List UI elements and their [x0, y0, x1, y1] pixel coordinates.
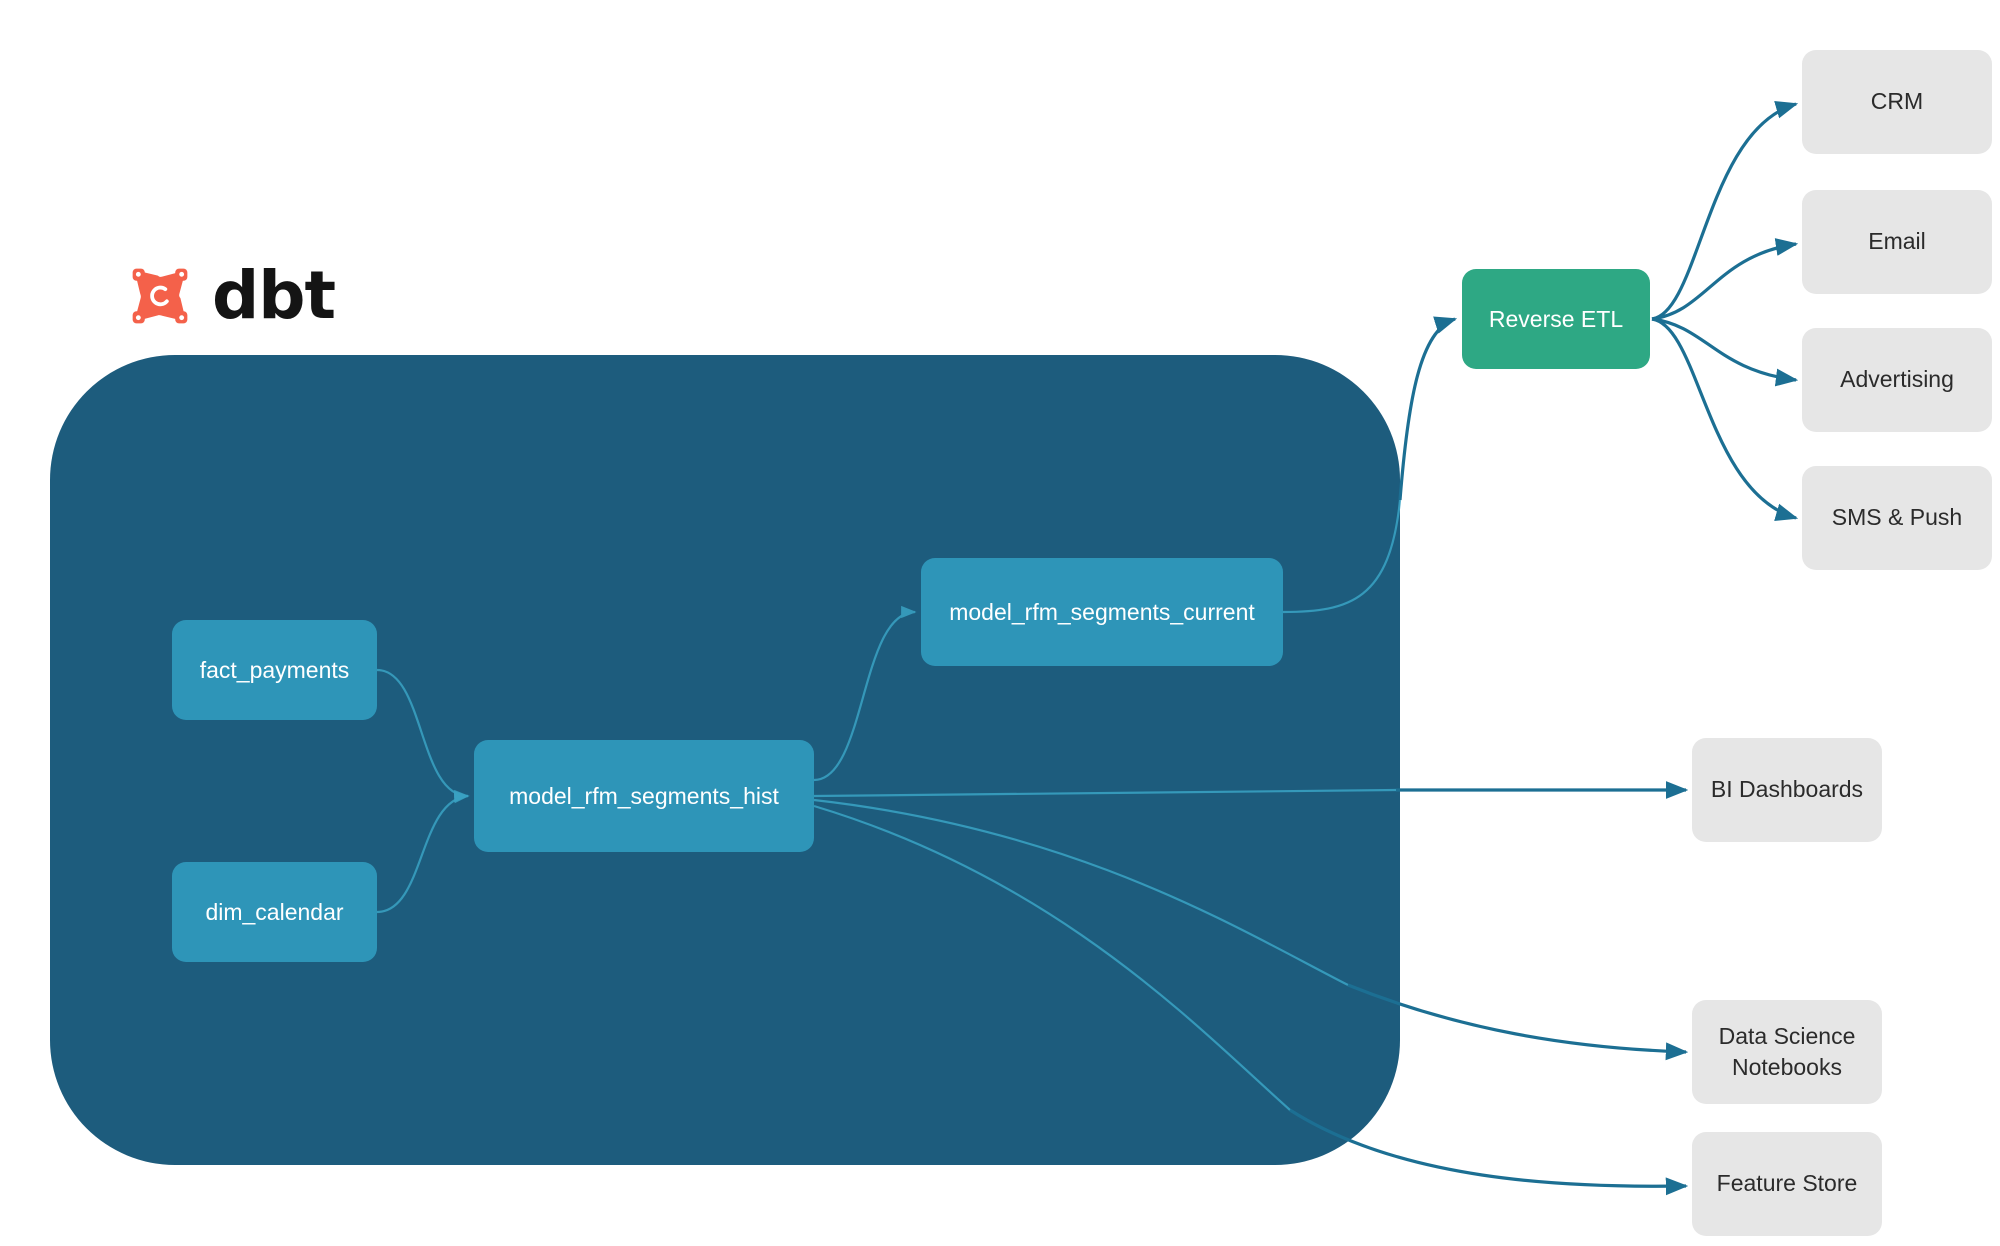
edge-container-to-reverse-etl	[1398, 316, 1458, 501]
destination-node-sms-push[interactable]: SMS & Push	[1802, 466, 1992, 570]
model-node-rfm-segments-hist[interactable]: model_rfm_segments_hist	[474, 740, 814, 852]
destination-node-email[interactable]: Email	[1802, 190, 1992, 294]
destination-node-crm[interactable]: CRM	[1802, 50, 1992, 154]
destination-label: Advertising	[1840, 366, 1954, 393]
dbt-logo-icon	[132, 268, 188, 324]
reverse-etl-label: Reverse ETL	[1488, 305, 1624, 332]
model-node-dim-calendar[interactable]: dim_calendar	[172, 862, 377, 962]
destination-label: Email	[1868, 228, 1926, 255]
destination-label: SMS & Push	[1831, 504, 1963, 531]
model-node-label: model_rfm_segments_hist	[509, 782, 779, 809]
model-node-label: dim_calendar	[205, 898, 344, 925]
destination-label-wrapper: Data Science Notebooks	[1719, 1021, 1856, 1083]
destination-label: Feature Store	[1716, 1170, 1858, 1197]
destination-node-data-science-notebooks[interactable]: Data Science Notebooks	[1692, 1000, 1882, 1104]
edge-reverse-etl-to-email	[1651, 238, 1799, 321]
destination-node-feature-store[interactable]: Feature Store	[1692, 1132, 1882, 1236]
model-node-rfm-segments-current[interactable]: model_rfm_segments_current	[921, 558, 1283, 666]
model-node-label: model_rfm_segments_current	[949, 598, 1255, 625]
edge-reverse-etl-to-sms-push	[1651, 317, 1799, 521]
model-node-label: fact_payments	[199, 656, 350, 683]
edge-reverse-etl-to-crm	[1651, 101, 1799, 321]
dbt-logo: dbt	[122, 257, 336, 334]
dbt-wordmark: dbt	[212, 257, 336, 334]
destination-label: CRM	[1870, 88, 1924, 115]
destination-label: BI Dashboards	[1710, 776, 1864, 803]
destination-node-bi-dashboards[interactable]: BI Dashboards	[1692, 738, 1882, 842]
edge-reverse-etl-to-advertising	[1651, 317, 1799, 387]
destination-node-advertising[interactable]: Advertising	[1802, 328, 1992, 432]
model-node-fact-payments[interactable]: fact_payments	[172, 620, 377, 720]
destination-label-line1: Data Science	[1718, 1022, 1856, 1049]
reverse-etl-node[interactable]: Reverse ETL	[1462, 269, 1650, 369]
destination-label-line2: Notebooks	[1732, 1054, 1842, 1080]
